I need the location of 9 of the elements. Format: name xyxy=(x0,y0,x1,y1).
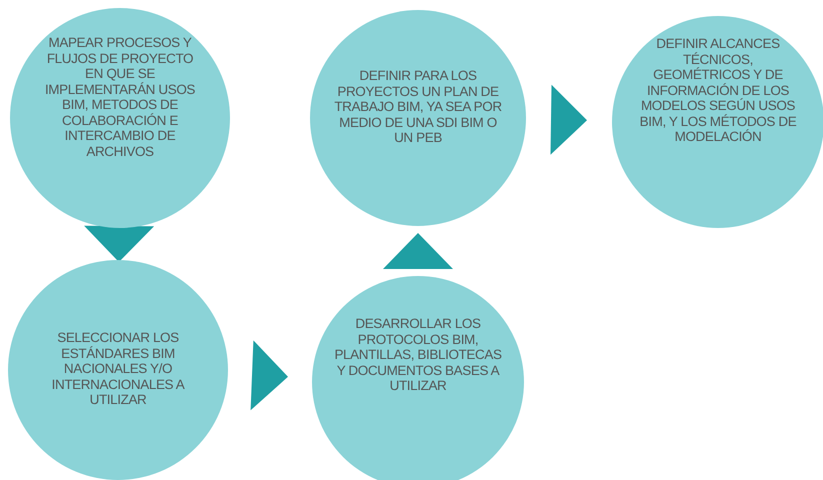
step-text: DEFINIR ALCANCES TÉCNICOS, GEOMÉTRICOS Y DE INFORMACIÓN DE LOS MODELOS SEGÚN USOS BIM, Y LOS MÉTODOS DE MODELACIÓN xyxy=(638,36,798,144)
step-text: DESARROLLAR LOS PROTOCOLOS BIM, PLANTILLAS, BIBLIOTECAS Y DOCUMENTOS BASES A UTILIZAR xyxy=(333,316,503,394)
arrow xyxy=(250,340,288,410)
arrow xyxy=(84,226,154,262)
step-text: SELECCIONAR LOS ESTÁNDARES BIM NACIONALES Y/O INTERNACIONALES A UTILIZAR xyxy=(50,330,186,408)
step-text: MAPEAR PROCESOS Y FLUJOS DE PROYECTO EN QUE SE IMPLEMENTARÁN USOS BIM, METODOS DE COLABORACIÓN E INTERCAMBIO DE ARCHIVOS xyxy=(44,35,196,159)
arrow xyxy=(383,233,453,269)
step-text: DEFINIR PARA LOS PROYECTOS UN PLAN DE TRABAJO BIM, YA SEA POR MEDIO DE UNA SDI BIM O UN PEB xyxy=(333,68,503,146)
arrow xyxy=(550,84,587,155)
